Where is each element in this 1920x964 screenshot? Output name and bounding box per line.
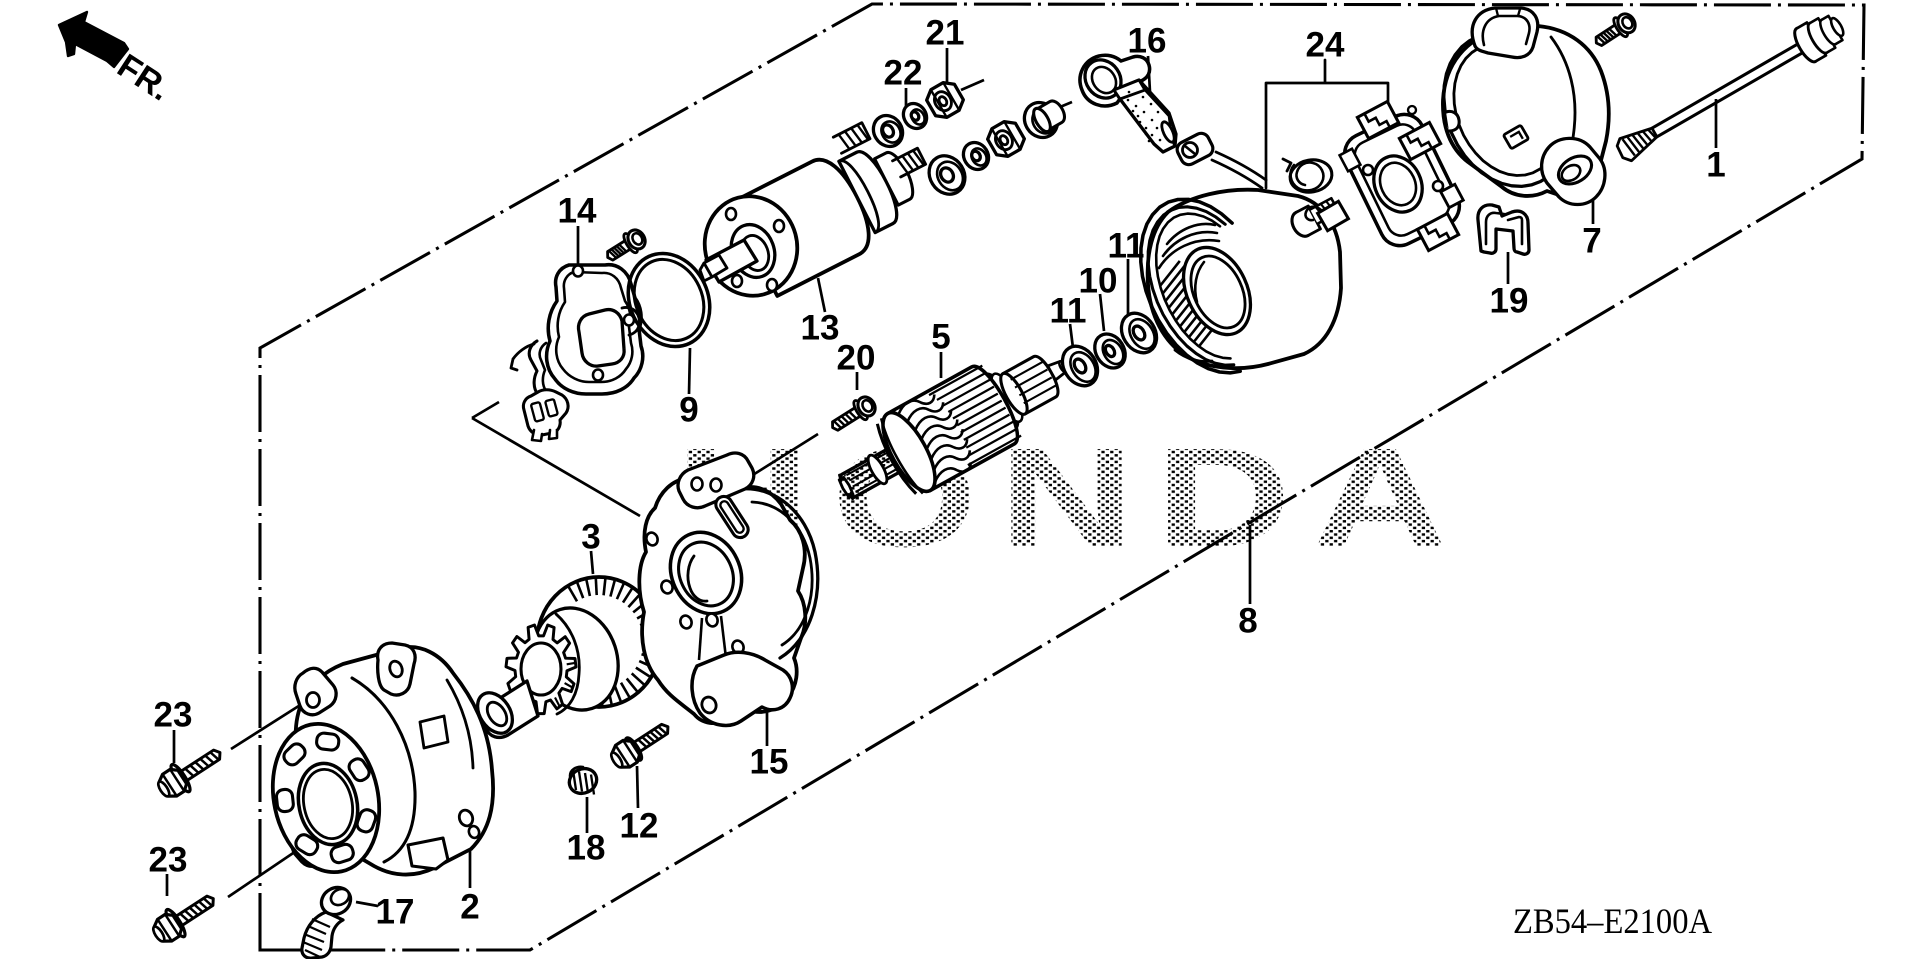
svg-text:13: 13: [801, 309, 840, 348]
svg-text:8: 8: [1238, 602, 1257, 641]
svg-text:7: 7: [1582, 222, 1601, 261]
svg-text:23: 23: [149, 841, 188, 880]
svg-text:10: 10: [1079, 262, 1118, 301]
svg-text:19: 19: [1490, 282, 1529, 321]
svg-text:1: 1: [1706, 146, 1725, 185]
svg-text:3: 3: [581, 518, 600, 557]
svg-text:11: 11: [1108, 227, 1145, 266]
svg-text:2: 2: [460, 888, 479, 927]
svg-text:20: 20: [837, 339, 876, 378]
svg-text:16: 16: [1128, 22, 1167, 61]
svg-text:12: 12: [620, 807, 659, 846]
svg-text:21: 21: [926, 14, 965, 53]
svg-text:17: 17: [376, 893, 415, 932]
svg-text:24: 24: [1306, 26, 1345, 65]
svg-text:14: 14: [558, 192, 597, 231]
svg-text:22: 22: [884, 54, 923, 93]
svg-text:9: 9: [679, 391, 698, 430]
svg-text:ZB54–E2100A: ZB54–E2100A: [1513, 901, 1712, 941]
svg-text:15: 15: [750, 743, 789, 782]
svg-text:5: 5: [931, 318, 950, 357]
svg-text:18: 18: [567, 829, 606, 868]
svg-text:11: 11: [1050, 292, 1087, 331]
svg-text:23: 23: [154, 696, 193, 735]
